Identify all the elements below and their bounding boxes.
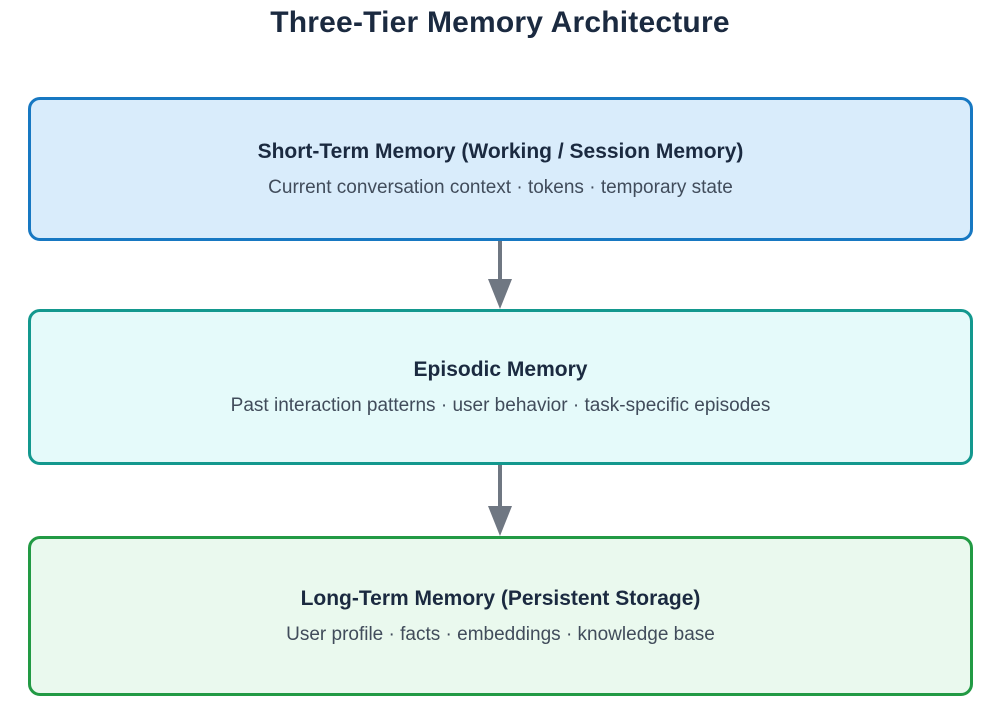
node-episodic-memory: Episodic Memory Past interaction pattern… bbox=[28, 309, 973, 465]
arrow-shaft bbox=[498, 465, 502, 506]
node-short-term-title: Short-Term Memory (Working / Session Mem… bbox=[257, 139, 744, 163]
node-short-term-subtitle: Current conversation context · tokens · … bbox=[268, 176, 733, 198]
node-long-term-memory: Long-Term Memory (Persistent Storage) Us… bbox=[28, 536, 973, 696]
arrow-down-icon bbox=[488, 279, 512, 309]
arrow-short-to-episodic bbox=[488, 241, 512, 309]
arrow-shaft bbox=[498, 241, 502, 279]
node-long-term-subtitle: User profile · facts · embeddings · know… bbox=[286, 623, 715, 645]
arrow-down-icon bbox=[488, 506, 512, 536]
node-episodic-title: Episodic Memory bbox=[413, 357, 588, 381]
arrow-episodic-to-long-term bbox=[488, 465, 512, 536]
diagram-title: Three-Tier Memory Architecture bbox=[270, 6, 730, 39]
node-long-term-title: Long-Term Memory (Persistent Storage) bbox=[300, 586, 701, 610]
node-episodic-subtitle: Past interaction patterns · user behavio… bbox=[230, 394, 771, 416]
node-short-term-memory: Short-Term Memory (Working / Session Mem… bbox=[28, 97, 973, 241]
